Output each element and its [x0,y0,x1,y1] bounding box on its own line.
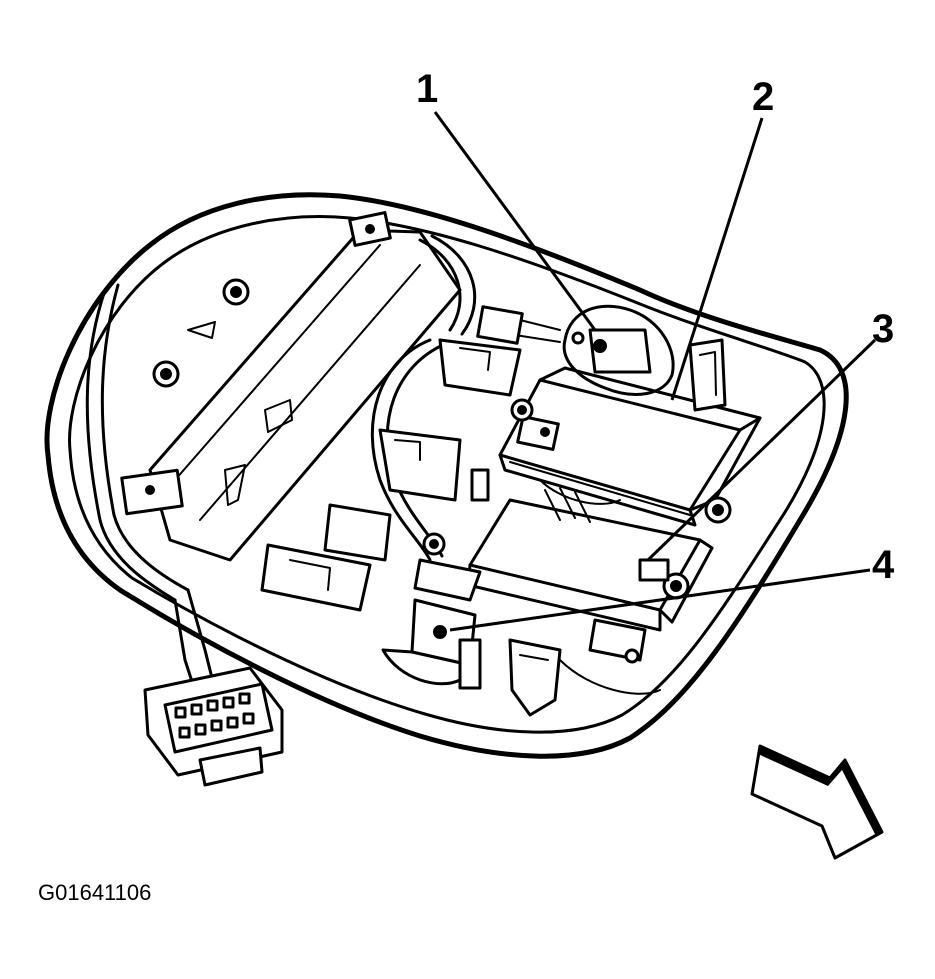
leader-line-2 [670,117,764,401]
figure-code: G01641106 [38,880,151,905]
console-housing [44,192,849,759]
front-direction-arrow-icon [750,744,884,860]
connector-pins [174,692,255,739]
component-4-bracket [381,558,482,690]
callout-3: 3 [872,307,894,351]
leader-line-4 [449,568,871,632]
leader-line-1 [433,111,597,331]
center-details [260,338,661,717]
left-rail [120,211,462,562]
component-2-module [498,338,762,527]
wiring-connector-icon [143,666,284,787]
leader-lines [433,111,877,632]
component-3-module [422,496,732,632]
callout-1: 1 [416,67,438,111]
callout-2: 2 [752,75,774,119]
callout-4: 4 [872,543,895,587]
leader-line-3 [646,338,877,562]
component-1-sensor [476,304,675,396]
